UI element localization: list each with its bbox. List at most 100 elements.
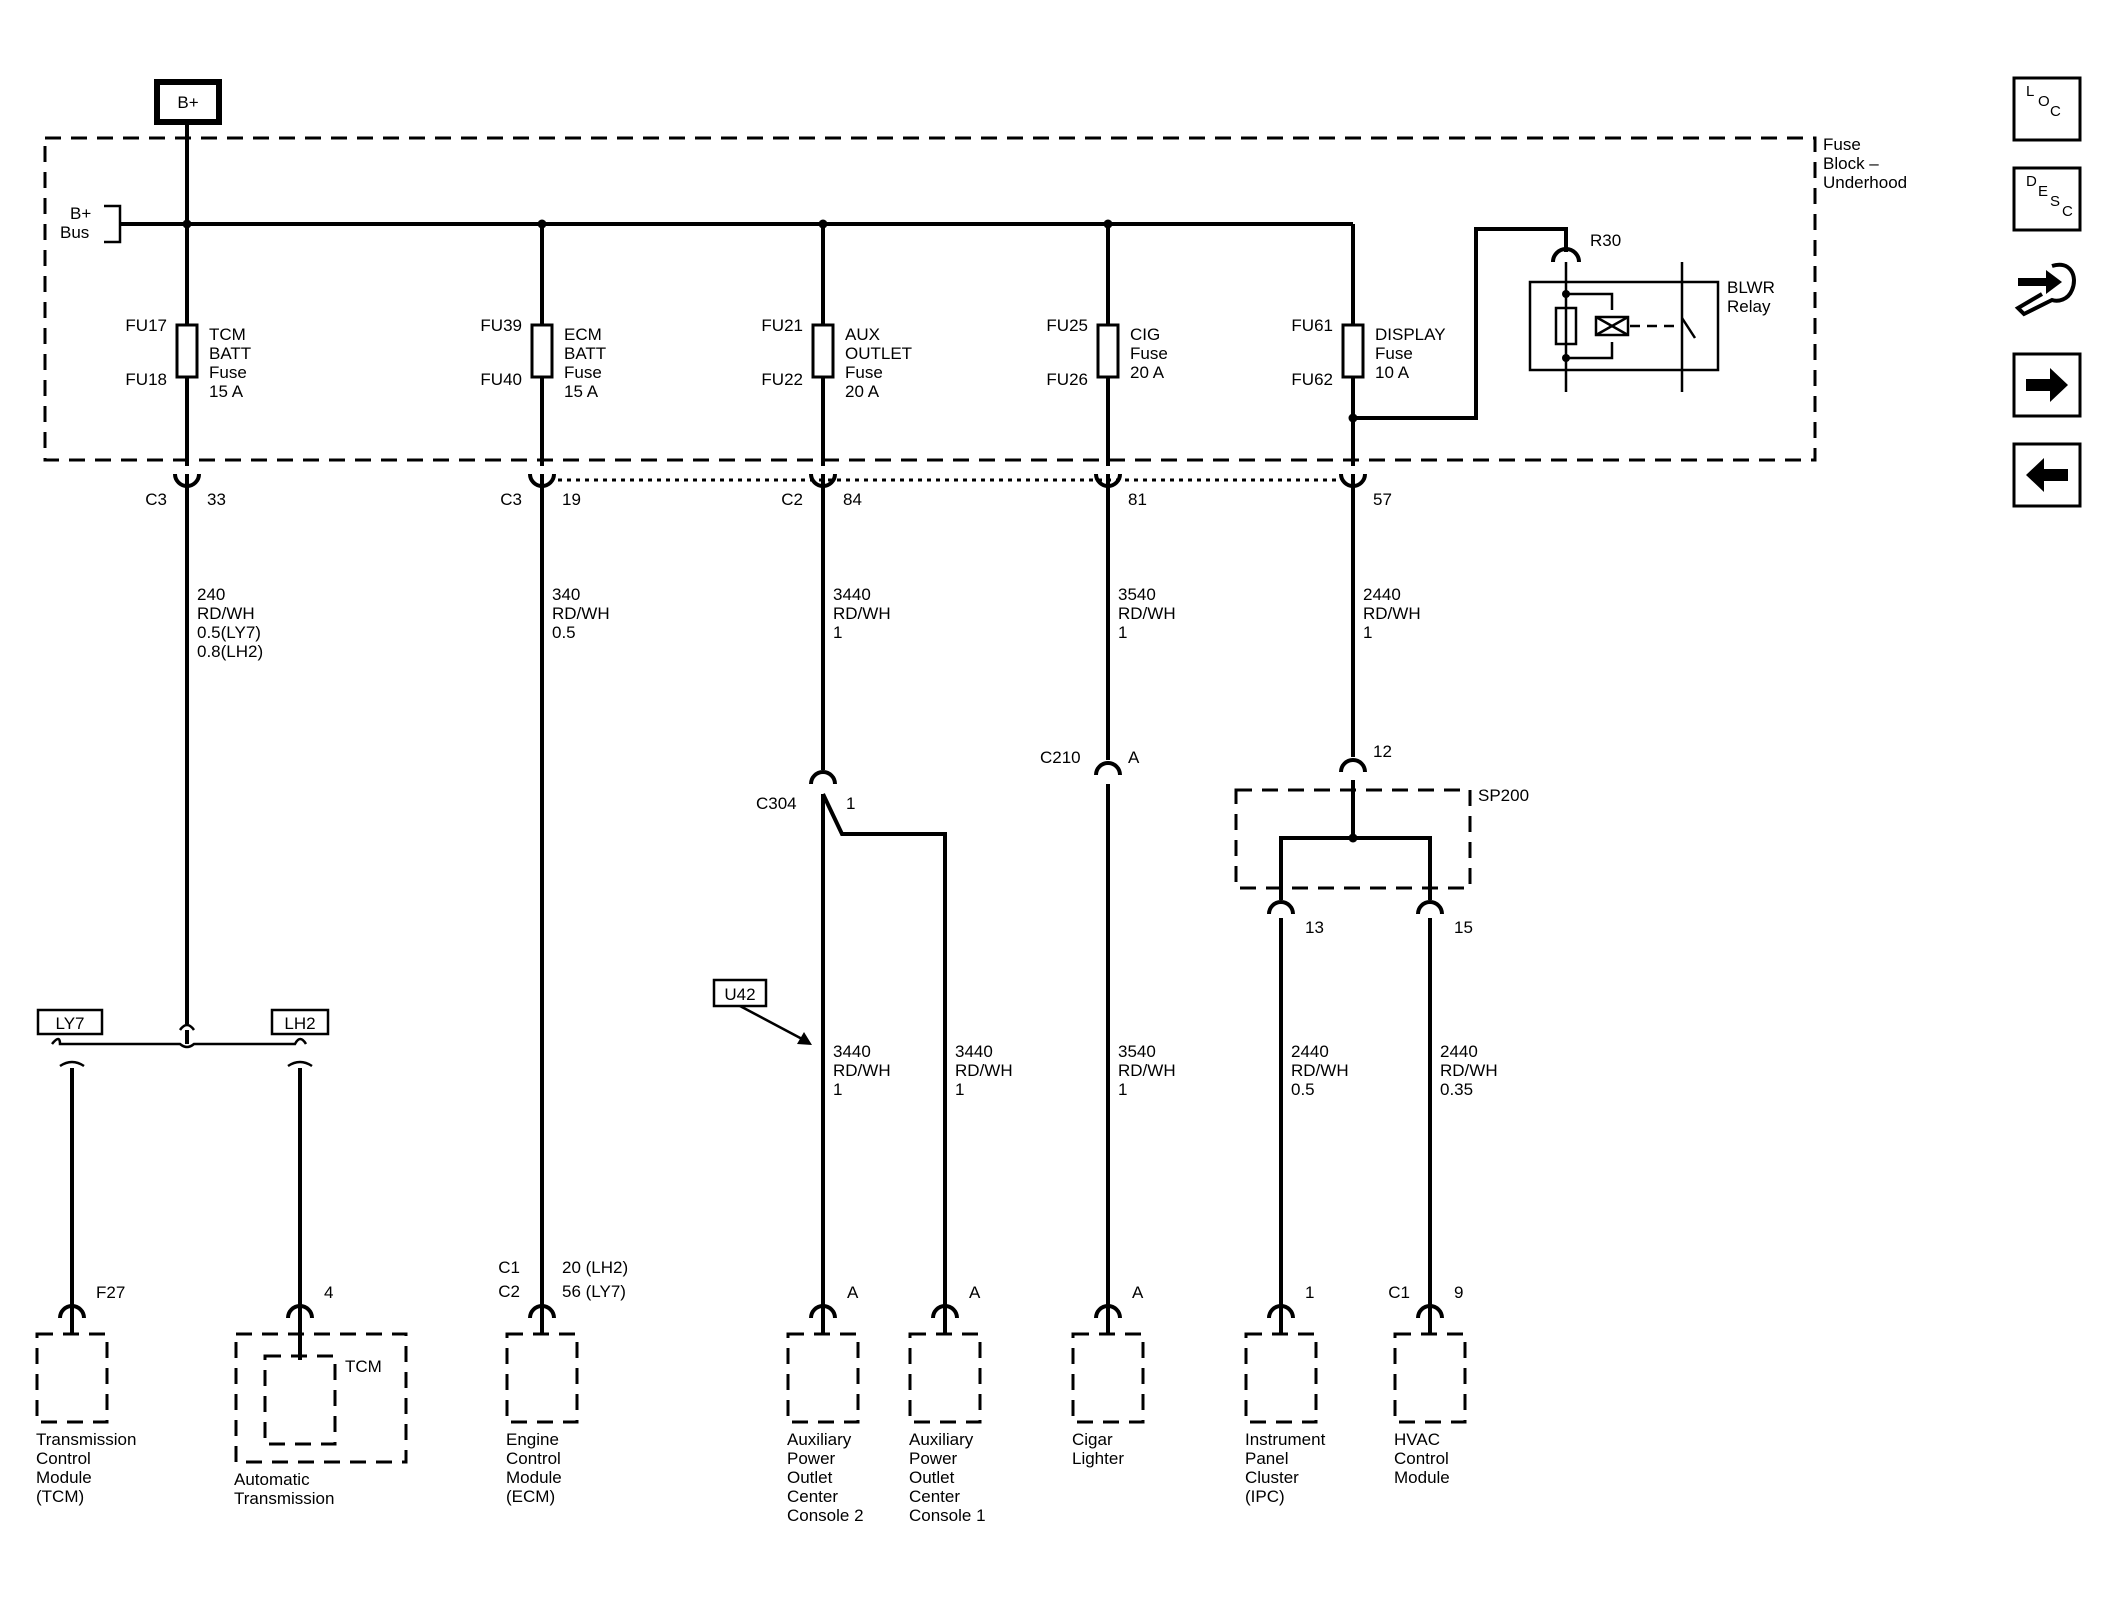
connector-pin: 81: [1128, 490, 1147, 509]
fuse-block-label-2: Block –: [1823, 154, 1879, 173]
component-pin: 9: [1454, 1283, 1463, 1302]
component-label-line: Outlet: [909, 1468, 955, 1487]
wire-label-line: 1: [955, 1080, 964, 1099]
wire-label-line: RD/WH: [1363, 604, 1421, 623]
component-label-line: Panel: [1245, 1449, 1288, 1468]
power-source-label: B+: [177, 93, 198, 112]
wire-label-line: 3440: [833, 585, 871, 604]
connector-pin: 57: [1373, 490, 1392, 509]
location-view-icon: LOC: [2012, 76, 2082, 142]
wire-label-line: RD/WH: [1291, 1061, 1349, 1080]
component-label-line: (IPC): [1245, 1487, 1285, 1506]
connector-name: C3: [500, 490, 522, 509]
nav-prev-button[interactable]: [2012, 442, 2082, 508]
wire-label-line: RD/WH: [197, 604, 255, 623]
component-label-line: Instrument: [1245, 1430, 1326, 1449]
fuse-label-line: 15 A: [209, 382, 244, 401]
component-label-line: Module: [36, 1468, 92, 1487]
fuse-id-top: FU61: [1291, 316, 1333, 335]
component-label-line: Control: [1394, 1449, 1449, 1468]
component-label-line: Power: [787, 1449, 836, 1468]
relay-pin-label: R30: [1590, 231, 1621, 250]
component-label-line: Center: [787, 1487, 838, 1506]
fuse-label-line: Fuse: [209, 363, 247, 382]
bottom-wire-labels: 3440RD/WH13440RD/WH13540RD/WH12440RD/WH0…: [833, 1042, 1498, 1099]
wire-label-line: RD/WH: [1118, 1061, 1176, 1080]
wire-label-line: 1: [833, 1080, 842, 1099]
wire-label-line: RD/WH: [1118, 604, 1176, 623]
fuse-label-line: AUX: [845, 325, 880, 344]
fuse-id-bottom: FU62: [1291, 370, 1333, 389]
component-label-line: Engine: [506, 1430, 559, 1449]
wire-label-line: RD/WH: [955, 1061, 1013, 1080]
fuse-label-line: BATT: [209, 344, 251, 363]
wire-label-line: 2440: [1291, 1042, 1329, 1061]
connector-pin: 84: [843, 490, 862, 509]
component-label-line: Power: [909, 1449, 958, 1468]
wire-label-line: 340: [552, 585, 580, 604]
wire-label-line: 2440: [1440, 1042, 1478, 1061]
component-label-line: Module: [506, 1468, 562, 1487]
nav-diag-button[interactable]: [2012, 256, 2082, 322]
component-connector: C1: [498, 1258, 520, 1277]
fuse-label-line: Fuse: [564, 363, 602, 382]
c304-name: C304: [756, 794, 797, 813]
c304-pin: 1: [846, 794, 855, 813]
component-label-line: Control: [506, 1449, 561, 1468]
fuse-id-top: FU39: [480, 316, 522, 335]
u42-label: U42: [724, 985, 755, 1004]
wire-label-line: 0.5: [552, 623, 576, 642]
component-pin: F27: [96, 1283, 125, 1302]
fuse-label-line: OUTLET: [845, 344, 912, 363]
fuse-label-line: CIG: [1130, 325, 1160, 344]
tcm-branch: LY7 LH2: [36, 484, 330, 1300]
sp200-label: SP200: [1478, 786, 1529, 805]
wire-label-line: 0.5(LY7): [197, 623, 261, 642]
svg-text:C: C: [2050, 103, 2061, 120]
component-label-line: Automatic: [234, 1470, 310, 1489]
component-label-line: Control: [36, 1449, 91, 1468]
component-pin: 56 (LY7): [562, 1282, 626, 1301]
fuse-id-bottom: FU22: [761, 370, 803, 389]
component-label-line: Console 1: [909, 1506, 986, 1525]
fuse-label-line: BATT: [564, 344, 606, 363]
c210-pin: A: [1128, 748, 1140, 767]
component-label-line: Auxiliary: [909, 1430, 974, 1449]
blower-relay: R30 BLWR Relay: [1353, 227, 1775, 420]
arrow-left-icon: [2012, 442, 2082, 508]
wire-label-line: 3440: [833, 1042, 871, 1061]
wire-label-line: 1: [833, 623, 842, 642]
svg-text:L: L: [2026, 83, 2034, 100]
component-pin: 1: [1305, 1283, 1314, 1302]
wire-label-line: 3540: [1118, 585, 1156, 604]
nav-next-button[interactable]: [2012, 352, 2082, 418]
fuse-label-line: DISPLAY: [1375, 325, 1446, 344]
wire-label-line: 0.8(LH2): [197, 642, 263, 661]
component-inner-label: TCM: [345, 1357, 382, 1376]
component-pin: 4: [324, 1283, 333, 1302]
component-pin: 20 (LH2): [562, 1258, 628, 1277]
connector-pin: 33: [207, 490, 226, 509]
component-label-line: HVAC: [1394, 1430, 1440, 1449]
component-label-line: Transmission: [36, 1430, 136, 1449]
wire-label-line: 240: [197, 585, 225, 604]
